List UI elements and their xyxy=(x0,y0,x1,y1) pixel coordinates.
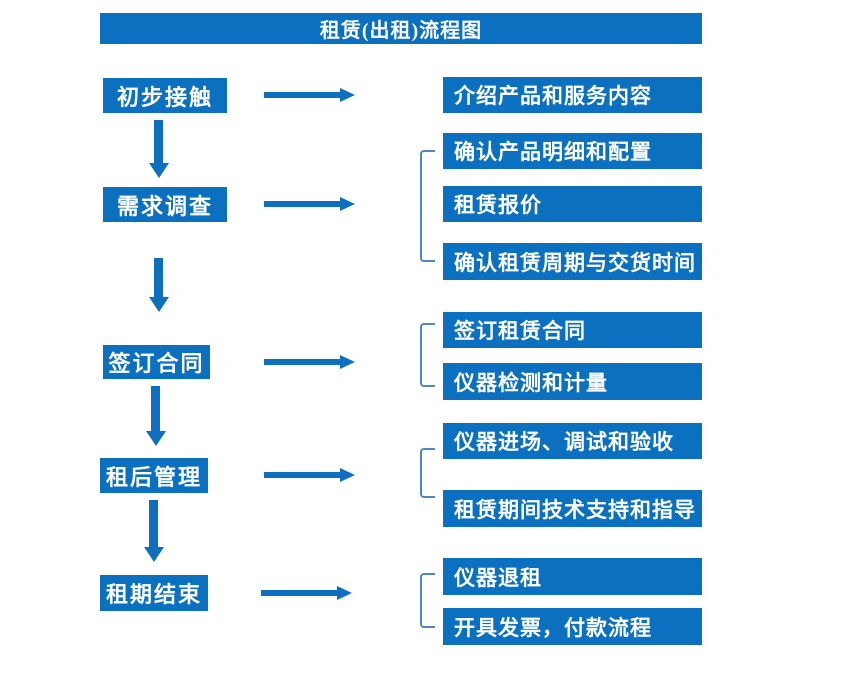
detail-box: 确认租赁周期与交货时间 xyxy=(443,243,702,280)
detail-box: 仪器检测和计量 xyxy=(443,363,702,400)
right-arrow-icon xyxy=(261,586,352,600)
detail-box: 开具发票，付款流程 xyxy=(443,608,702,645)
detail-box: 介绍产品和服务内容 xyxy=(443,77,702,113)
arrow-head xyxy=(144,547,164,562)
detail-box: 仪器进场、调试和验收 xyxy=(443,423,702,459)
group-bracket xyxy=(420,150,435,262)
arrow-head xyxy=(340,197,355,211)
down-arrow-icon xyxy=(149,258,169,312)
arrow-shaft xyxy=(264,92,341,98)
detail-box: 租赁报价 xyxy=(443,186,702,222)
detail-box: 仪器退租 xyxy=(443,558,702,595)
arrow-shaft xyxy=(149,500,158,547)
detail-box: 租赁期间技术支持和指导 xyxy=(443,490,702,527)
arrow-head xyxy=(149,297,169,312)
arrow-shaft xyxy=(151,386,160,431)
group-bracket xyxy=(420,448,435,498)
down-arrow-icon xyxy=(149,120,169,178)
arrow-head xyxy=(149,163,169,178)
down-arrow-icon xyxy=(144,500,164,562)
right-arrow-icon xyxy=(264,88,355,102)
arrow-head xyxy=(340,88,355,102)
detail-box: 确认产品明细和配置 xyxy=(443,133,702,169)
step-box-sign-contract: 签订合同 xyxy=(103,345,210,379)
group-bracket xyxy=(420,573,435,628)
down-arrow-icon xyxy=(146,386,166,446)
step-box-initial-contact: 初步接触 xyxy=(103,78,227,113)
group-bracket xyxy=(420,323,435,387)
arrow-head xyxy=(337,586,352,600)
arrow-head xyxy=(340,468,355,482)
right-arrow-icon xyxy=(264,197,355,211)
title-bar: 租赁(出租)流程图 xyxy=(100,13,702,44)
step-box-post-rental-management: 租后管理 xyxy=(100,458,208,493)
arrow-shaft xyxy=(154,120,163,163)
arrow-shaft xyxy=(154,258,163,297)
step-box-demand-survey: 需求调查 xyxy=(103,187,227,222)
arrow-head xyxy=(340,355,355,369)
right-arrow-icon xyxy=(264,468,355,482)
detail-box: 签订租赁合同 xyxy=(443,312,702,348)
right-arrow-icon xyxy=(264,355,355,369)
arrow-shaft xyxy=(264,201,341,207)
arrow-shaft xyxy=(261,590,338,596)
step-box-rental-end: 租期结束 xyxy=(100,575,208,611)
arrow-head xyxy=(146,431,166,446)
arrow-shaft xyxy=(264,359,341,365)
arrow-shaft xyxy=(264,472,341,478)
page-title: 租赁(出租)流程图 xyxy=(319,20,483,42)
